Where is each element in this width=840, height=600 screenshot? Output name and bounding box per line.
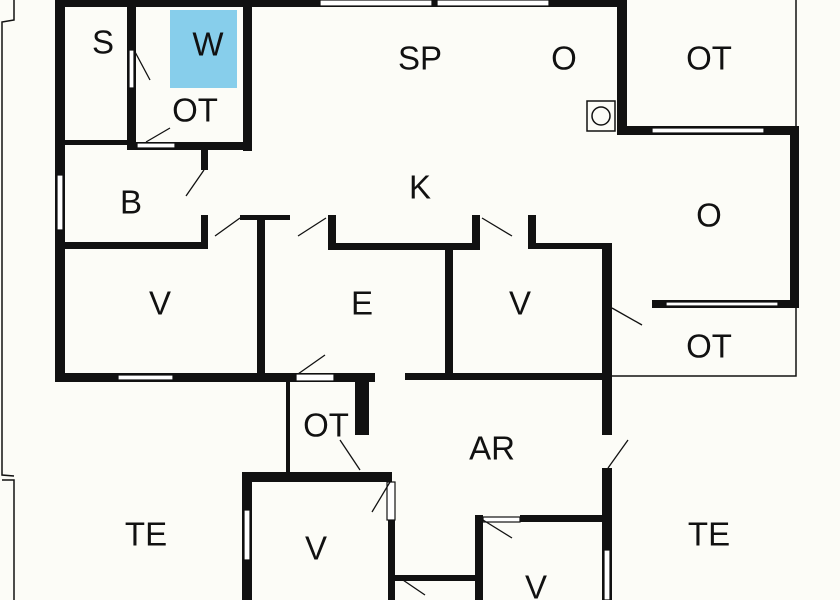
site-outline [1, 0, 797, 600]
room-label-ot-top-right: OT [686, 40, 732, 77]
room-label-v-center: V [509, 285, 531, 322]
stove-icon [586, 100, 616, 132]
room-label-te-left: TE [125, 516, 167, 553]
room-label-e: E [351, 285, 373, 322]
room-label-o-top: O [551, 40, 577, 77]
room-label-k: K [409, 169, 431, 206]
room-label-v-left: V [149, 285, 171, 322]
room-labels: S W OT SP O OT B K O V E V OT OT AR TE T… [92, 24, 732, 600]
windows [56, 0, 779, 600]
room-label-ot-small: OT [303, 407, 349, 444]
room-label-b: B [120, 184, 142, 221]
room-label-w: W [192, 26, 224, 63]
room-label-v-bottom: V [305, 530, 327, 567]
room-label-v-bottom-right: V [525, 569, 547, 600]
doors [128, 49, 643, 596]
room-w-highlight [170, 10, 237, 88]
room-label-ot-bath: OT [172, 92, 218, 129]
room-label-te-right: TE [688, 516, 730, 553]
room-label-ar: AR [469, 430, 515, 467]
room-label-ot-right: OT [686, 328, 732, 365]
room-label-s: S [92, 24, 114, 61]
room-label-sp: SP [398, 40, 442, 77]
room-label-o-right: O [696, 197, 722, 234]
